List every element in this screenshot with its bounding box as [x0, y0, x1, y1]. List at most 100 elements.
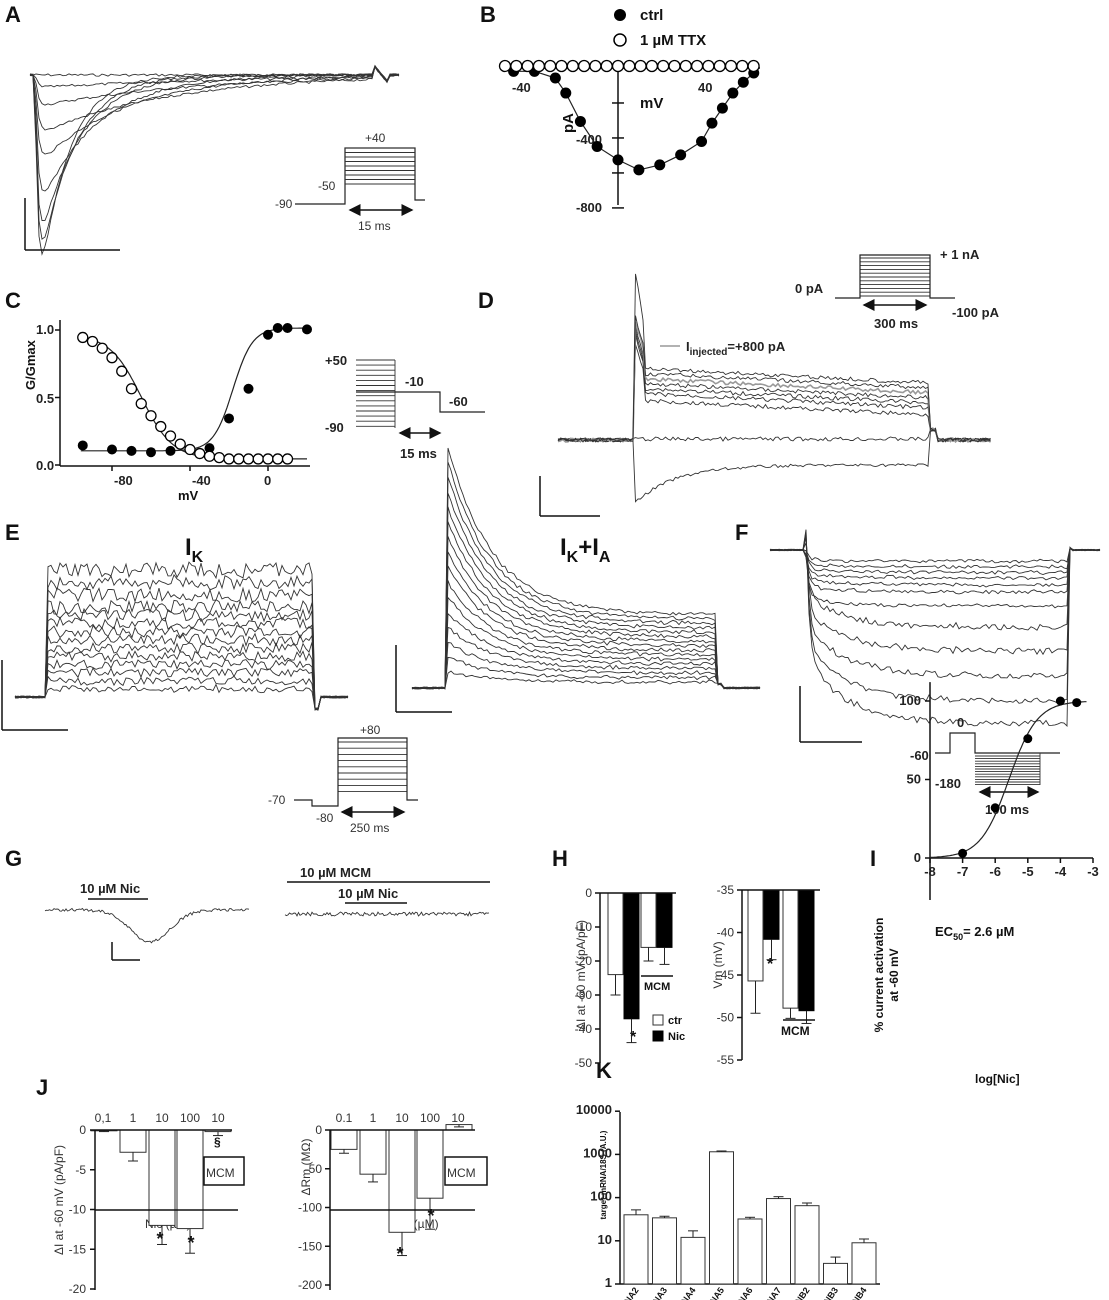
b-ctrl-point-6 [612, 154, 624, 166]
e-ika-trace-2 [411, 641, 761, 690]
k-xtick-chrnb4: CHRNB4 [839, 1285, 869, 1300]
e-ika-trace-5 [411, 596, 761, 690]
h-right-group: MCM [781, 1024, 810, 1038]
h-legend-nic-swatch [652, 1030, 664, 1042]
panel-j-right-chart: ΔRm (MΩ) Nic (µM) MCM 0-50-100-150-2000.… [298, 1111, 488, 1292]
panel-e-protocol: +80 -70 -80 250 ms [268, 723, 418, 835]
j-left-mcm-box [203, 1156, 245, 1186]
h-left-ytick: 0 [585, 886, 592, 900]
panel-a-protocol: +40 -50 -90 15 ms [275, 131, 425, 233]
d-legend-sub: injected [690, 347, 728, 358]
panel-e-scalebars [1, 645, 452, 731]
a-protocol-top: +40 [365, 131, 386, 145]
b-ctrl-point-12 [716, 102, 728, 114]
d-trace-8 [557, 273, 991, 443]
j-right-conc: 1 [370, 1111, 377, 1125]
panel-j-left-chart: ΔI at -60 mV (pA/pF) Nic (µM) MCM § 0-5-… [52, 1111, 245, 1296]
i-point-4 [1072, 698, 1082, 708]
c-protocol-bottom: -90 [325, 420, 344, 435]
k-bar-chrna4 [680, 1236, 706, 1285]
b-ctrl-point-2 [549, 72, 561, 84]
c-inact-point-10 [174, 438, 186, 450]
b-ttx-point-22 [747, 59, 760, 73]
h-legend-ctr-swatch [652, 1014, 664, 1026]
j-right-conc: 100 [420, 1111, 440, 1125]
panel-b-iv-plot: ctrl 1 µM TTX mV pA -40 40 -400 -800 [498, 7, 760, 215]
e-ik-trace-3 [14, 659, 349, 711]
g-trace-mcm [284, 911, 490, 917]
b-ytick-800: -800 [576, 200, 602, 215]
bar-1 [119, 1129, 147, 1153]
c-ytick-05: 0.5 [36, 391, 54, 406]
b-ctrl-point-10 [696, 135, 708, 147]
svg-text:Iinjected=+800 pA: Iinjected=+800 pA [686, 339, 786, 358]
panel-e-ik-traces [14, 561, 349, 711]
j-left-conc: 100 [180, 1111, 200, 1125]
i-ytick: 100 [899, 693, 921, 708]
h-right-ylabel: Vm (mV) [711, 941, 725, 988]
b-ttx-point-0 [498, 59, 512, 73]
f-trace-8 [769, 536, 1101, 656]
k-ytick: 1000 [583, 1145, 612, 1160]
k-ytick: 100 [590, 1189, 612, 1204]
a-trace-8 [29, 65, 400, 256]
e-ika-trace-12 [411, 493, 761, 690]
d-trace-7 [557, 315, 991, 443]
k-bar-chrna2 [623, 1214, 649, 1285]
e-protocol-duration: 250 ms [350, 821, 389, 835]
e-title2-plus: +I [578, 534, 599, 561]
e-ik-trace-1 [14, 675, 349, 711]
e-ik-trace-10 [14, 599, 349, 711]
c-act-point-19 [302, 324, 312, 335]
j-right-ytick: -100 [298, 1201, 322, 1215]
c-act-point-15 [243, 383, 254, 394]
e-ika-trace-11 [411, 506, 761, 690]
b-legend-ctrl: ctrl [640, 7, 663, 24]
d-protocol-base: 0 pA [795, 281, 824, 296]
h-legend-ctr: ctr [668, 1015, 683, 1027]
j-right-conc: 0.1 [336, 1111, 353, 1125]
k-xtick-chrna5: CHRNA5 [696, 1285, 726, 1300]
j-left-conc: 10 [211, 1111, 225, 1125]
h-right-ytick: -50 [717, 1011, 735, 1025]
c-inact-point-21 [281, 453, 294, 465]
a-trace-5 [29, 65, 400, 192]
panel-h-left-chart: ΔI at -60 mV (pA/pF) MCM ctr Nic * 0-10-… [574, 886, 685, 1070]
j-left-star-10: * [156, 1229, 163, 1249]
i-point-0 [958, 848, 968, 858]
h-left-ylabel: ΔI at -60 mV (pA/pF) [574, 920, 588, 1030]
e-title2-sub-b: A [599, 549, 611, 566]
j-right-conc: 10 [395, 1111, 409, 1125]
h-left-ytick: -10 [575, 920, 593, 934]
e-ika-trace-6 [411, 580, 761, 690]
e-ika-trace-13 [411, 477, 761, 690]
bar-nic [623, 892, 640, 1020]
b-ctrl-point-11 [706, 117, 718, 129]
f-trace-0 [769, 547, 1101, 564]
c-inact-point-6 [135, 397, 147, 410]
panel-d-protocol: + 1 nA 0 pA -100 pA 300 ms [795, 247, 1000, 331]
e-ik-trace-13 [15, 561, 349, 709]
k-bar-chrna6 [737, 1218, 763, 1285]
e-ik-trace-9 [14, 607, 349, 711]
k-bar-chrna7 [766, 1198, 791, 1285]
a-protocol-step: -50 [318, 179, 336, 193]
c-inact-point-11 [184, 443, 196, 456]
panel-letter-g: G [5, 846, 22, 871]
i-point-1 [990, 803, 1000, 813]
c-inact-point-15 [223, 453, 235, 465]
c-act-point-4 [126, 445, 137, 456]
c-ylabel: G/Gmax [23, 339, 38, 390]
k-xtick-chrna4: CHRNA4 [668, 1285, 698, 1300]
f-protocol-hold: -60 [910, 748, 929, 763]
i-annotation-ec: EC [935, 924, 954, 939]
c-act-point-2 [107, 444, 117, 455]
panel-letter-a: A [5, 2, 21, 27]
h-right-star: * [767, 956, 774, 973]
f-trace-2 [769, 547, 1101, 575]
j-left-section: § [214, 1135, 221, 1149]
b-ttx-point-15 [668, 59, 681, 73]
c-inact-point-7 [145, 410, 157, 422]
c-inact-point-20 [272, 453, 284, 465]
